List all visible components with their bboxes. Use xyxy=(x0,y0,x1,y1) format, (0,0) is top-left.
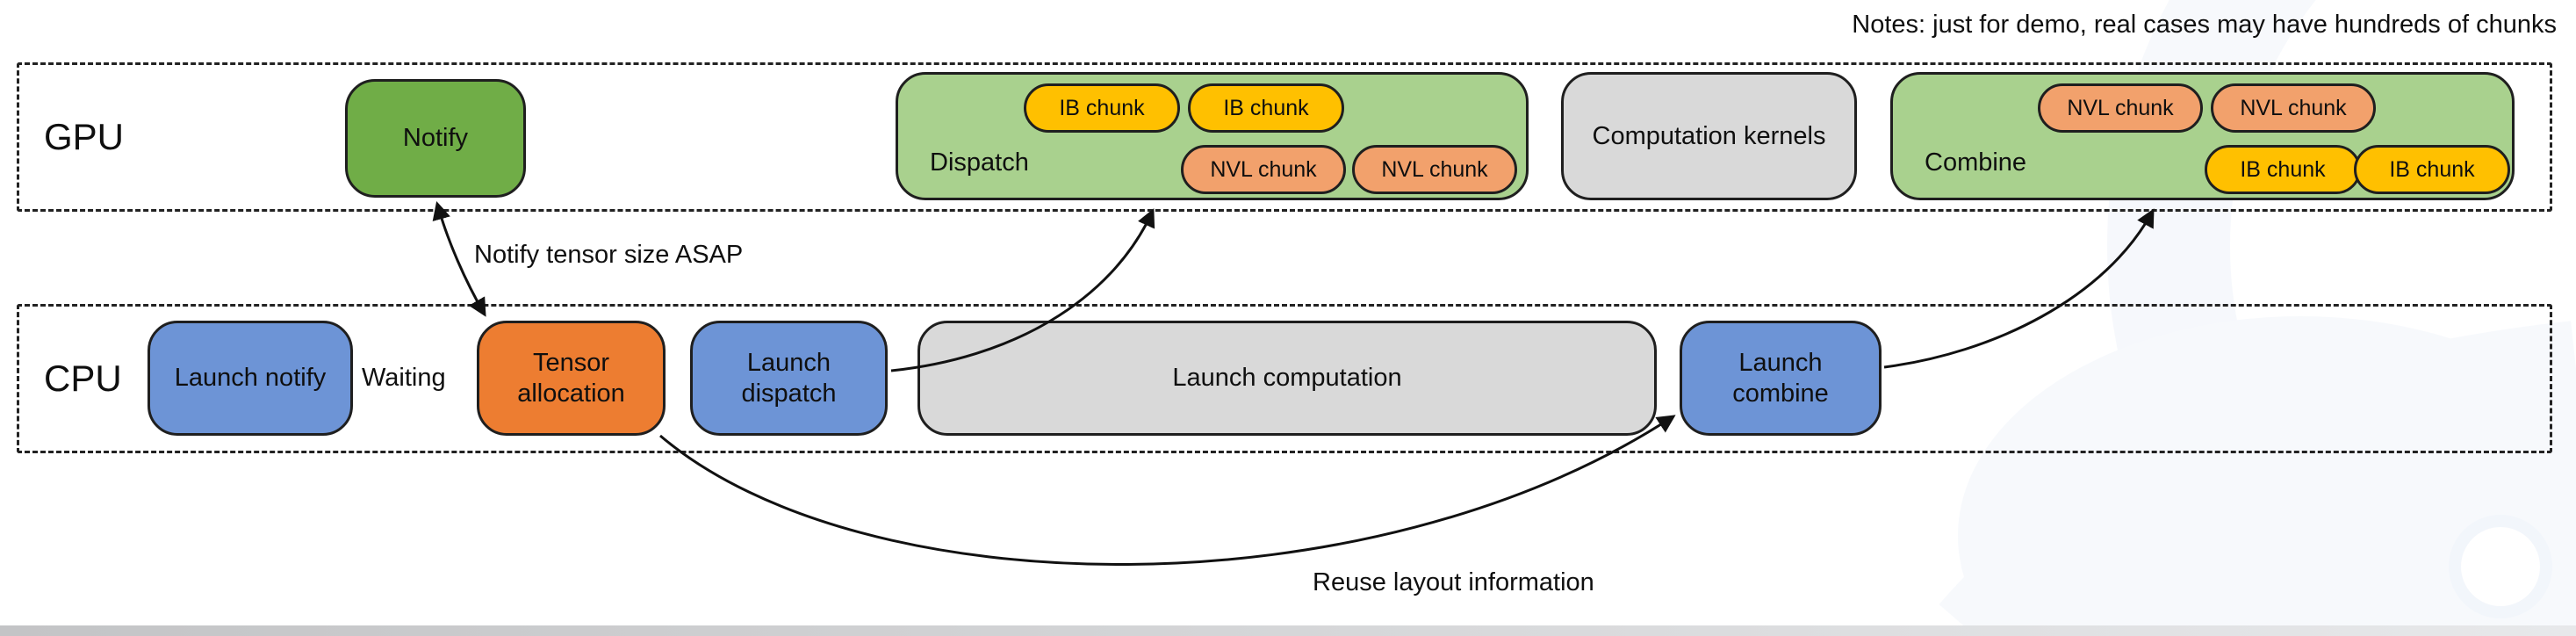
tensor-allocation-box: Tensor allocation xyxy=(477,321,666,436)
reuse-layout-label: Reuse layout information xyxy=(1313,568,1594,596)
nvl-chunk: NVL chunk xyxy=(1181,145,1346,194)
notify-tensor-size-label: Notify tensor size ASAP xyxy=(474,241,744,269)
dispatch-box: Dispatch IB chunk IB chunk NVL chunk NVL… xyxy=(896,72,1529,200)
ib-chunk: IB chunk xyxy=(1188,83,1344,133)
launch-dispatch-box: Launch dispatch xyxy=(690,321,888,436)
ib-chunk: IB chunk xyxy=(2354,145,2510,194)
nvl-chunk: NVL chunk xyxy=(2211,83,2376,133)
notify-box: Notify xyxy=(345,79,526,198)
combine-box: Combine NVL chunk NVL chunk IB chunk IB … xyxy=(1890,72,2515,200)
nvl-chunk: NVL chunk xyxy=(1352,145,1517,194)
launch-computation-box: Launch computation xyxy=(917,321,1657,436)
ib-chunk: IB chunk xyxy=(2205,145,2361,194)
slide-bottom-edge xyxy=(0,625,2576,636)
computation-kernels-box: Computation kernels xyxy=(1561,72,1857,200)
combine-label: Combine xyxy=(1925,148,2027,177)
waiting-label: Waiting xyxy=(362,364,446,392)
dispatch-label: Dispatch xyxy=(930,148,1029,177)
ib-chunk: IB chunk xyxy=(1024,83,1180,133)
gpu-lane-label: GPU xyxy=(44,116,125,157)
launch-notify-box: Launch notify xyxy=(148,321,353,436)
cpu-lane-label: CPU xyxy=(44,358,122,399)
nvl-chunk: NVL chunk xyxy=(2038,83,2203,133)
notes-text: Notes: just for demo, real cases may hav… xyxy=(1852,11,2557,39)
launch-combine-box: Launch combine xyxy=(1680,321,1882,436)
